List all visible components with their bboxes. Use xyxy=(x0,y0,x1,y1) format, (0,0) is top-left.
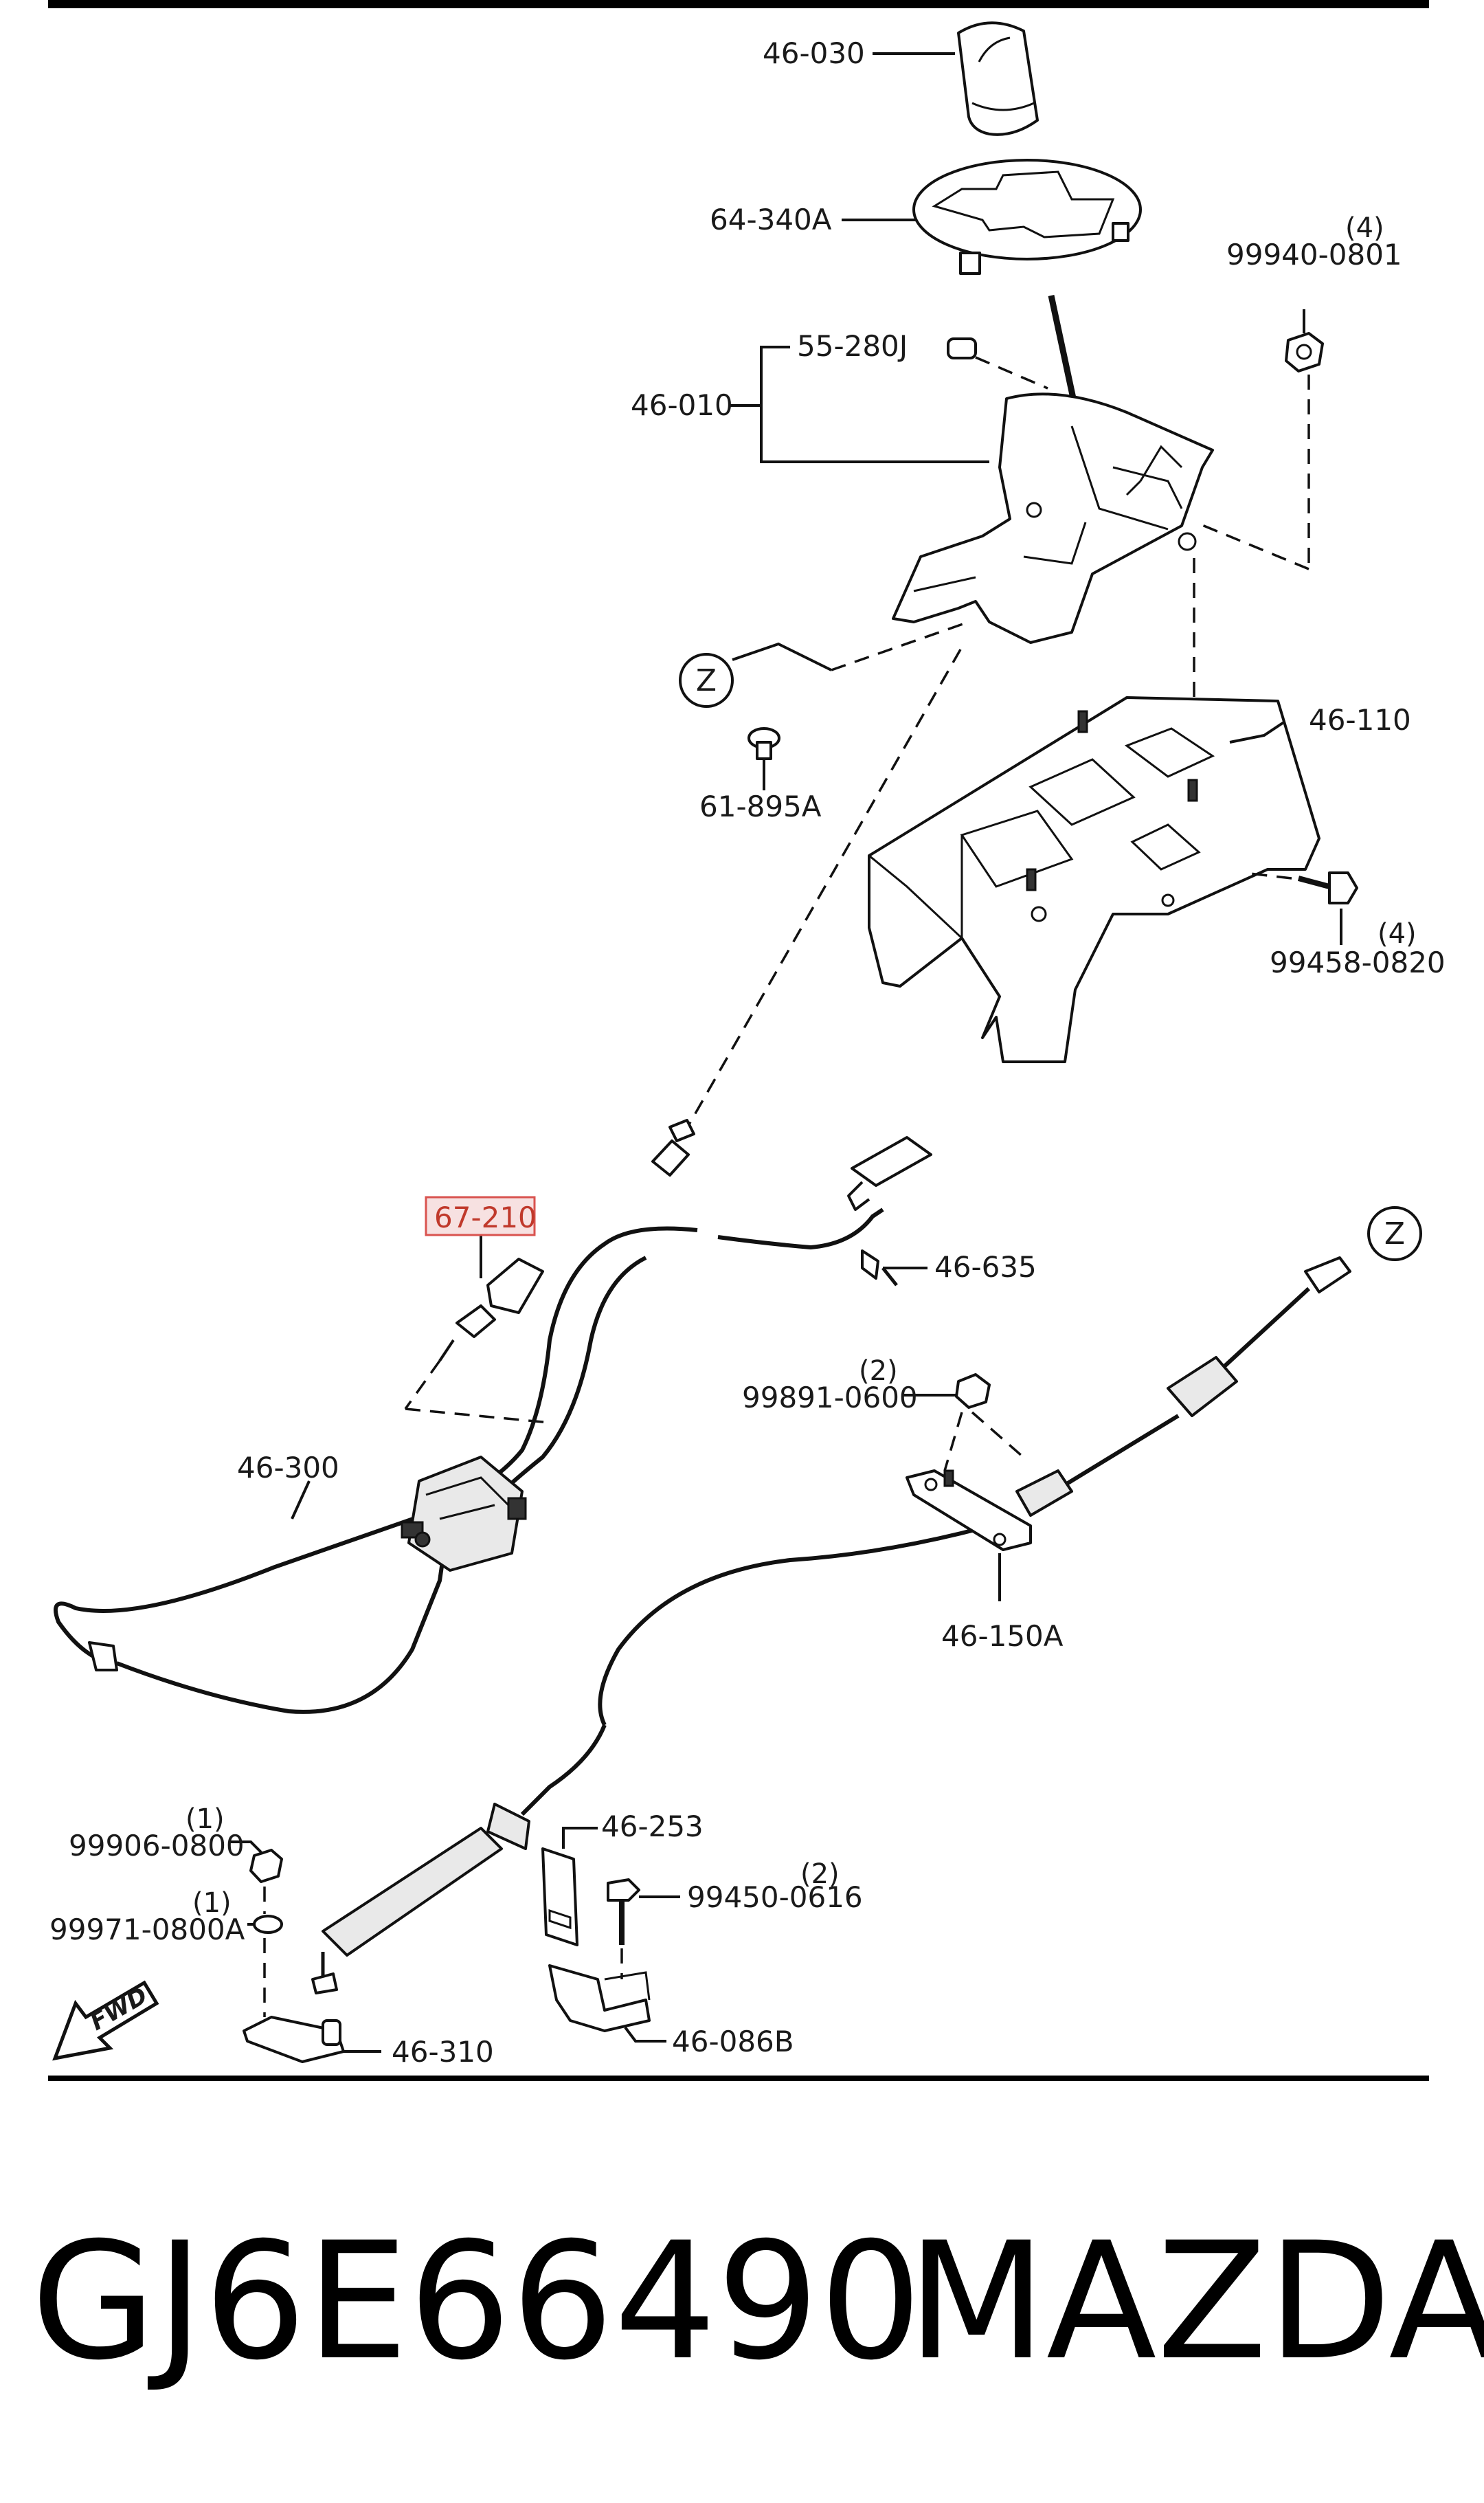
label-46-310: 46-310 xyxy=(392,2035,494,2069)
label-46-030: 46-030 xyxy=(763,36,865,70)
label-99450-0616: 99450-0616 xyxy=(687,1880,863,1914)
label-99971-0800A: 99971-0800A xyxy=(49,1913,245,1946)
label-61-895A: 61-895A xyxy=(699,790,822,823)
qty-99906-0800: (1) xyxy=(186,1803,225,1835)
bottom-border xyxy=(48,2076,1429,2081)
label-67-210: 67-210 xyxy=(434,1201,537,1234)
knob-drawing xyxy=(957,21,1039,136)
fwd-arrow: FWD xyxy=(52,1980,159,2061)
cable-bracket-drawing xyxy=(906,1373,1032,1551)
indicator-panel-drawing xyxy=(912,159,1142,275)
clip-small-drawing xyxy=(861,1249,879,1280)
label-55-280J: 55-280J xyxy=(797,329,908,363)
ref-marker-z-right xyxy=(1367,1206,1422,1261)
label-99458-0820: 99458-0820 xyxy=(1270,946,1446,979)
label-46-010: 46-010 xyxy=(631,388,733,422)
clip-plate-drawing xyxy=(541,1847,578,1946)
qty-99450-0616: (2) xyxy=(800,1858,840,1890)
qty-99458-0820: (4) xyxy=(1378,918,1417,950)
bolt-bracket-drawing xyxy=(1297,871,1358,904)
label-46-086B: 46-086B xyxy=(672,2025,794,2058)
shift-cable-drawing xyxy=(311,1256,1351,1994)
label-99891-0600: 99891-0600 xyxy=(742,1381,918,1414)
label-46-150A: 46-150A xyxy=(941,1619,1064,1653)
label-46-635: 46-635 xyxy=(934,1250,1037,1284)
qty-99891-0600: (2) xyxy=(859,1355,898,1387)
solenoid-drawing xyxy=(438,1258,544,1362)
footer-part-number: GJ6E66490 xyxy=(31,2208,922,2396)
ref-marker-z-top-label: Z xyxy=(696,663,717,698)
top-border xyxy=(48,0,1429,8)
nut-low-drawing xyxy=(249,1849,283,1883)
qty-99940-0801: (4) xyxy=(1345,212,1384,244)
washer-drawing xyxy=(253,1915,283,1934)
shifter-assembly-drawing xyxy=(892,295,1214,644)
ref-marker-z-top xyxy=(679,653,734,708)
bracket-drawing xyxy=(868,696,1320,1063)
label-99940-0801: 99940-0801 xyxy=(1226,238,1402,271)
footer-brand: MAZDA xyxy=(907,2208,1484,2396)
label-46-253: 46-253 xyxy=(601,1810,704,1843)
highlight-box-67-210 xyxy=(425,1196,536,1236)
bolt-low-drawing xyxy=(607,1878,640,1945)
lever-drawing xyxy=(243,2016,345,2063)
clip-drawing xyxy=(747,727,780,760)
interlock-mechanism-drawing xyxy=(401,1456,527,1572)
label-46-300: 46-300 xyxy=(237,1451,339,1484)
nut-top-drawing xyxy=(1285,332,1324,372)
ref-marker-z-right-label: Z xyxy=(1384,1216,1405,1252)
bracket-low-drawing xyxy=(548,1964,651,2032)
label-46-110: 46-110 xyxy=(1309,703,1411,737)
qty-99971-0800A: (1) xyxy=(192,1887,232,1919)
label-99906-0800: 99906-0800 xyxy=(69,1829,245,1862)
label-64-340A: 64-340A xyxy=(710,203,832,236)
bulb-drawing xyxy=(947,337,977,359)
